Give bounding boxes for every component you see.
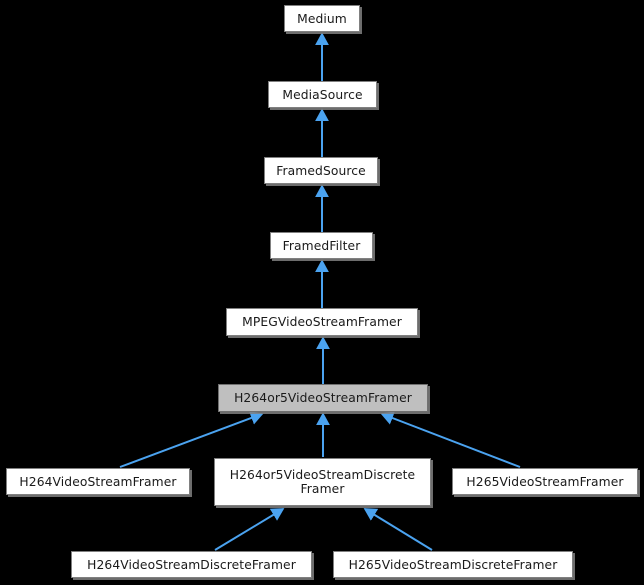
node-framed-filter[interactable]: FramedFilter <box>270 232 373 259</box>
node-medium[interactable]: Medium <box>284 5 360 32</box>
node-label: H264VideoStreamDiscreteFramer <box>87 557 296 572</box>
node-label: H265VideoStreamFramer <box>466 474 624 489</box>
node-h264or5-video-stream-discrete-framer[interactable]: H264or5VideoStreamDiscrete Framer <box>214 458 431 506</box>
node-label: MediaSource <box>282 87 363 102</box>
edge-h264-framer-h264or5 <box>119 411 264 468</box>
node-label: Medium <box>297 11 347 26</box>
node-h265-video-stream-framer[interactable]: H265VideoStreamFramer <box>452 468 638 495</box>
node-h264or5-video-stream-framer[interactable]: H264or5VideoStreamFramer <box>218 384 428 412</box>
node-label: H265VideoStreamDiscreteFramer <box>348 557 558 572</box>
edge-h264-discrete-h264or5-discrete <box>214 508 285 551</box>
node-label: FramedSource <box>276 163 366 178</box>
node-label: H264or5VideoStreamDiscrete Framer <box>229 468 416 496</box>
node-h265-video-stream-discrete-framer[interactable]: H265VideoStreamDiscreteFramer <box>333 551 573 578</box>
node-h264-video-stream-framer[interactable]: H264VideoStreamFramer <box>6 468 190 495</box>
node-label: H264or5VideoStreamFramer <box>234 391 412 405</box>
node-framed-source[interactable]: FramedSource <box>264 157 378 184</box>
edge-h265-discrete-h264or5-discrete <box>363 508 433 551</box>
edge-h265-framer-h264or5 <box>380 411 521 468</box>
node-label: FramedFilter <box>282 238 361 253</box>
node-mpeg-video-stream-framer[interactable]: MPEGVideoStreamFramer <box>226 308 418 336</box>
node-media-source[interactable]: MediaSource <box>268 81 377 108</box>
node-label: H264VideoStreamFramer <box>19 474 177 489</box>
node-h264-video-stream-discrete-framer[interactable]: H264VideoStreamDiscreteFramer <box>71 551 312 578</box>
node-label: MPEGVideoStreamFramer <box>242 315 402 329</box>
